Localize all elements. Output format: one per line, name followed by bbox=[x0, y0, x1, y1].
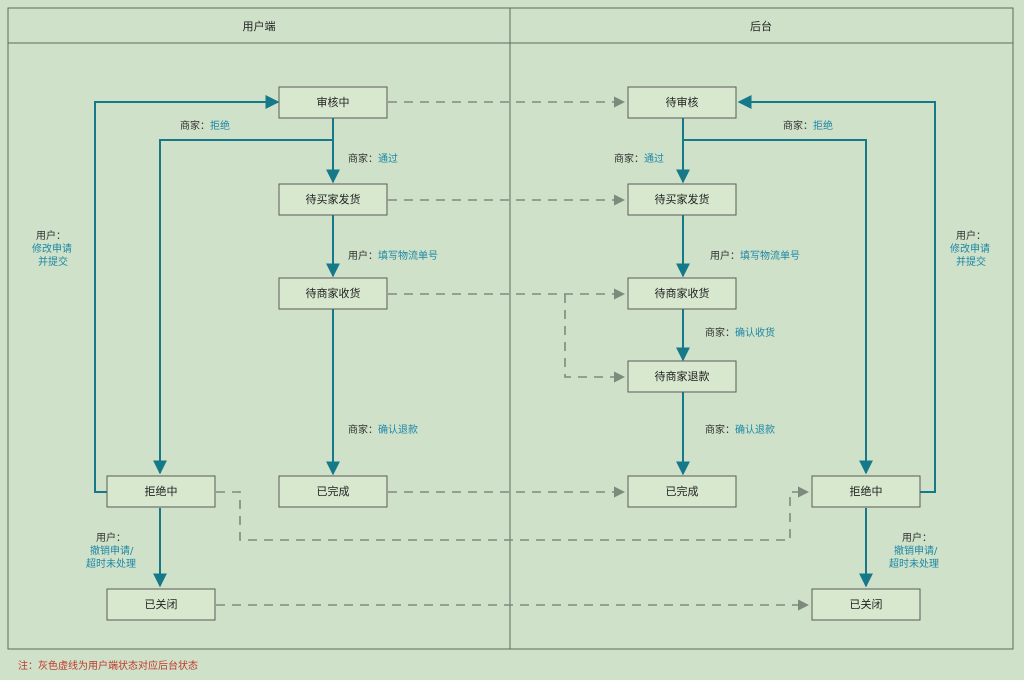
node-right-closed: 已关闭 bbox=[811, 588, 921, 621]
node-right-awaiting-buyer-ship: 待买家发货 bbox=[627, 183, 737, 216]
label-right-modify-line2: 并提交 bbox=[956, 255, 986, 268]
node-right-rejecting: 拒绝中 bbox=[811, 475, 921, 508]
node-left-completed: 已完成 bbox=[278, 475, 388, 508]
label-right-confirm-receipt: 商家：确认收货 bbox=[705, 326, 775, 339]
svg-text:待商家退款: 待商家退款 bbox=[655, 369, 710, 383]
label-left-modify-line1: 修改申请 bbox=[32, 242, 72, 255]
label-left-reject: 商家：拒绝 bbox=[180, 119, 230, 132]
label-right-cancel-line2: 超时未处理 bbox=[889, 557, 939, 570]
column-header-user: 用户端 bbox=[243, 19, 276, 33]
svg-text:待审核: 待审核 bbox=[666, 95, 699, 109]
node-right-completed: 已完成 bbox=[627, 475, 737, 508]
label-right-modify-user: 用户： bbox=[956, 229, 986, 242]
svg-text:已关闭: 已关闭 bbox=[145, 597, 178, 611]
svg-text:待买家发货: 待买家发货 bbox=[655, 192, 710, 206]
flow-left-review-to-reject bbox=[153, 139, 333, 475]
label-left-pass: 商家：通过 bbox=[348, 152, 398, 165]
node-right-awaiting-merchant-receive: 待商家收货 bbox=[627, 277, 737, 310]
node-left-awaiting-buyer-ship: 待买家发货 bbox=[278, 183, 388, 216]
label-right-confirm-refund: 商家：确认退款 bbox=[705, 423, 775, 436]
svg-text:审核中: 审核中 bbox=[317, 95, 350, 109]
footnote: 注：灰色虚线为用户端状态对应后台状态 bbox=[18, 661, 198, 672]
node-right-pending-review: 待审核 bbox=[627, 86, 737, 119]
label-left-fill-tracking: 用户：填写物流单号 bbox=[348, 249, 438, 262]
label-right-pass: 商家：通过 bbox=[614, 152, 664, 165]
flow-left-reject-to-review bbox=[94, 95, 280, 493]
map-rejecting bbox=[216, 486, 810, 541]
svg-text:拒绝中: 拒绝中 bbox=[850, 484, 883, 498]
label-left-cancel-line2: 超时未处理 bbox=[86, 557, 136, 570]
label-left-cancel-user: 用户： bbox=[96, 531, 126, 544]
svg-text:已完成: 已完成 bbox=[317, 484, 350, 498]
node-left-awaiting-merchant-receive: 待商家收货 bbox=[278, 277, 388, 310]
label-right-fill-tracking: 用户：填写物流单号 bbox=[710, 249, 800, 262]
node-left-rejecting: 拒绝中 bbox=[106, 475, 216, 508]
label-left-modify-user: 用户： bbox=[36, 229, 66, 242]
label-right-cancel-user: 用户： bbox=[902, 531, 932, 544]
label-left-modify-line2: 并提交 bbox=[38, 255, 68, 268]
flow-right-review-to-reject bbox=[683, 139, 873, 475]
map-awaiting-receive-to-refund bbox=[564, 294, 626, 383]
svg-text:待商家收货: 待商家收货 bbox=[655, 286, 710, 300]
label-right-cancel-line1: 撤销申请/ bbox=[894, 544, 938, 557]
node-right-awaiting-merchant-refund: 待商家退款 bbox=[627, 360, 737, 393]
svg-text:待商家收货: 待商家收货 bbox=[306, 286, 361, 300]
label-right-modify-line1: 修改申请 bbox=[950, 242, 990, 255]
node-left-review: 审核中 bbox=[278, 86, 388, 119]
node-left-closed: 已关闭 bbox=[106, 588, 216, 621]
svg-text:待买家发货: 待买家发货 bbox=[306, 192, 361, 206]
flow-right-reject-to-review bbox=[737, 95, 936, 493]
svg-text:已完成: 已完成 bbox=[666, 484, 699, 498]
svg-text:已关闭: 已关闭 bbox=[850, 597, 883, 611]
svg-text:拒绝中: 拒绝中 bbox=[145, 484, 178, 498]
label-right-reject: 商家：拒绝 bbox=[783, 119, 833, 132]
column-header-backend: 后台 bbox=[750, 19, 772, 33]
label-left-cancel-line1: 撤销申请/ bbox=[90, 544, 134, 557]
label-left-confirm-refund: 商家：确认退款 bbox=[348, 423, 418, 436]
